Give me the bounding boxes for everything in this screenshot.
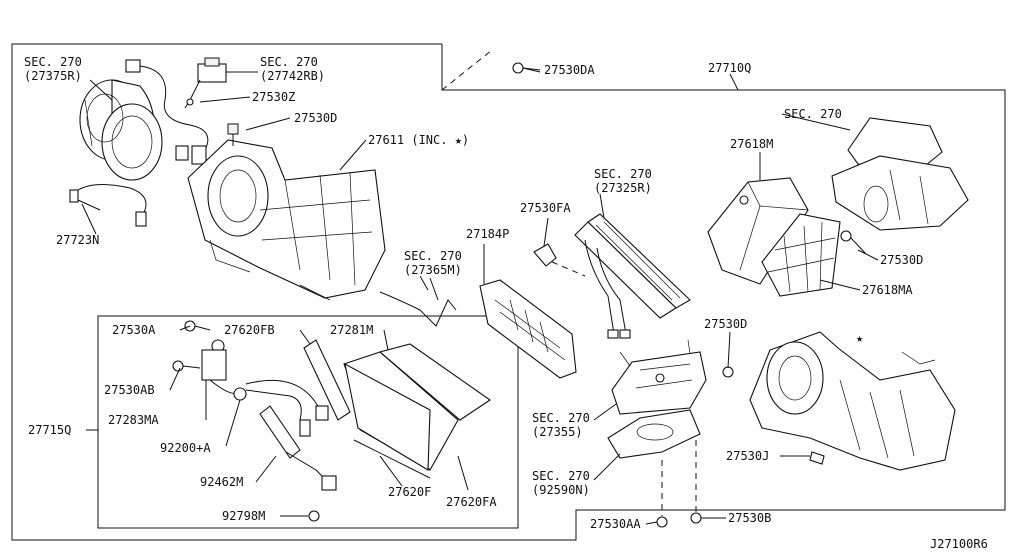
bolts-lower-box (172, 320, 320, 522)
label-27710q: 27710Q (708, 61, 751, 75)
actuator-bracket (611, 339, 707, 415)
label-27742rb: (27742RB) (260, 69, 325, 83)
seal-27620f (353, 439, 431, 479)
filter-case-27618m (707, 177, 809, 285)
label-sec270-27325r: SEC. 270 (594, 167, 652, 181)
intake-duct-sec270 (831, 117, 969, 231)
label-27530fa: 27530FA (520, 201, 571, 215)
label-sec270-92590n: SEC. 270 (532, 469, 590, 483)
expansion-valve-piping (201, 339, 337, 491)
seal-27620fb (303, 339, 351, 421)
label-27618ma: 27618MA (862, 283, 913, 297)
label-sec270-27365m: SEC. 270 (404, 249, 462, 263)
wire-27365m (379, 277, 457, 327)
label-sec270-27375r: SEC. 270 (24, 55, 82, 69)
label-27365m: (27365M) (404, 263, 462, 277)
blower-harness (125, 59, 209, 165)
label-27530da: 27530DA (544, 63, 595, 77)
label-27530b: 27530B (728, 511, 771, 525)
label-27325r: (27325R) (594, 181, 652, 195)
label-27283ma: 27283MA (108, 413, 159, 427)
label-sec270-27742rb: SEC. 270 (260, 55, 318, 69)
blower-housing-27611 (187, 123, 386, 301)
label-27530d-mid: 27530D (704, 317, 747, 331)
label-92462m: 92462M (200, 475, 243, 489)
label-27530d-top: 27530D (294, 111, 337, 125)
label-27620fa: 27620FA (446, 495, 497, 509)
heater-core (574, 213, 691, 339)
filter-grille-27618ma (761, 213, 841, 297)
gasket-92590n (607, 409, 701, 459)
label-27530aa: 27530AA (590, 517, 641, 531)
label-27611: 27611 (INC. ★) (368, 133, 469, 147)
frame-outline (11, 43, 1006, 541)
label-92590n: (92590N) (532, 483, 590, 497)
label-27530z: 27530Z (252, 90, 295, 104)
label-27530j: 27530J (726, 449, 769, 463)
sensor-harness-27723n (69, 184, 147, 227)
label-27530ab: 27530AB (104, 383, 155, 397)
label-27723n: 27723N (56, 233, 99, 247)
label-27355: (27355) (532, 425, 583, 439)
part-labels: SEC. 270 (27375R) SEC. 270 (27742RB) 275… (24, 55, 988, 551)
bolts-misc (512, 62, 867, 528)
label-27618m: 27618M (730, 137, 773, 151)
label-27281m: 27281M (330, 323, 373, 337)
star-mark: ★ (856, 331, 863, 345)
label-92798m: 92798M (222, 509, 265, 523)
diagram-id: J27100R6 (930, 537, 988, 551)
blower-motor (79, 79, 163, 181)
resistor-module (184, 57, 227, 109)
clip-27530fa (533, 243, 586, 277)
label-sec270-27355: SEC. 270 (532, 411, 590, 425)
label-92200a: 92200+A (160, 441, 211, 455)
label-27620fb: 27620FB (224, 323, 275, 337)
label-sec270-top-right: SEC. 270 (784, 107, 842, 121)
leader-lines (81, 67, 879, 525)
cover-27184p (479, 279, 577, 379)
label-27184p: 27184P (466, 227, 509, 241)
label-27620f: 27620F (388, 485, 431, 499)
label-27715q: 27715Q (28, 423, 71, 437)
label-27530a: 27530A (112, 323, 156, 337)
label-27530d-right: 27530D (880, 253, 923, 267)
heater-unit-housing (749, 331, 956, 471)
evaporator-27281m (343, 343, 491, 471)
label-27375r: (27375R) (24, 69, 82, 83)
